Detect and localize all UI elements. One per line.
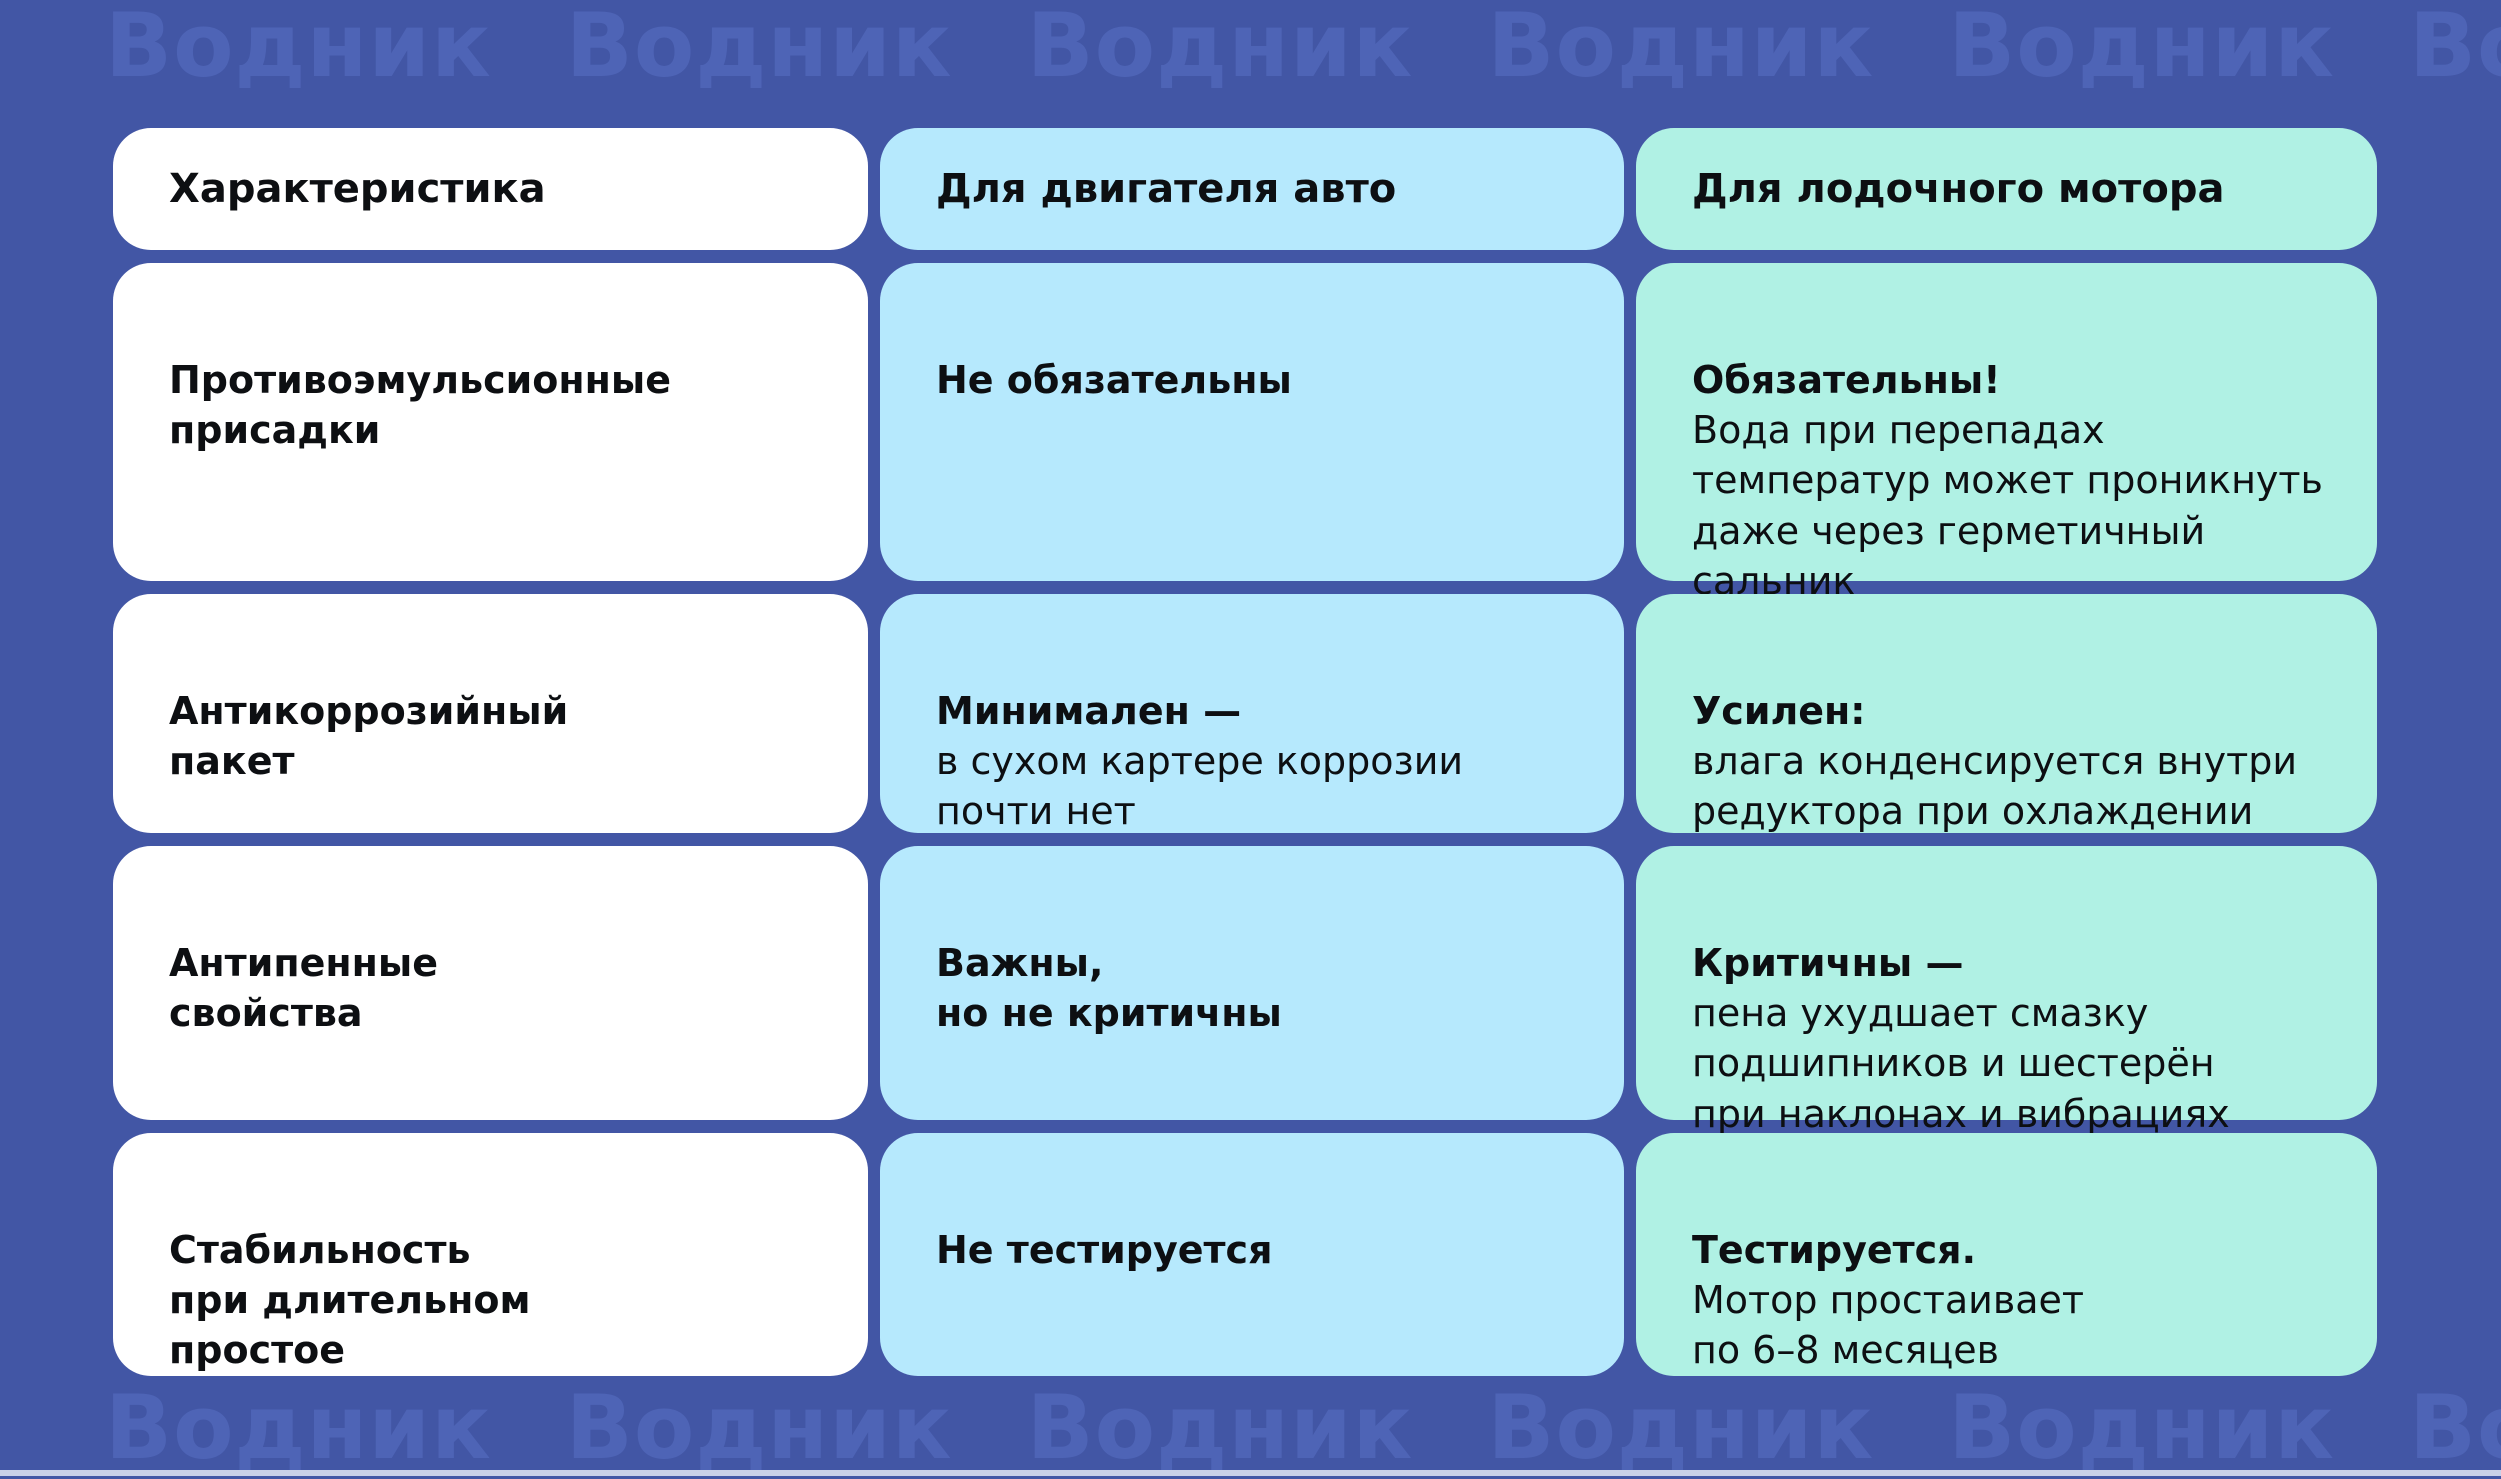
cell-body: пена ухудшает смазку подшипников и шесте…: [1692, 991, 2230, 1136]
boat-motor-cell: Тестируется. Мотор простаивает по 6–8 ме…: [1636, 1133, 2377, 1376]
row-label: Противоэмульсионные присадки: [169, 358, 672, 453]
bottom-edge-strip: [0, 1470, 2501, 1476]
comparison-table: Характеристика Для двигателя авто Для ло…: [113, 128, 2377, 1376]
brand-watermark: Водник: [1948, 0, 2335, 97]
cell-lead: Усилен:: [1692, 689, 1866, 734]
cell-body: Мотор простаивает по 6–8 месяцев: [1692, 1278, 2085, 1373]
brand-watermark: Водник: [1026, 0, 1414, 97]
cell-body: влага конденсируется внутри редуктора пр…: [1692, 739, 2298, 834]
brand-watermark: Водник: [1948, 1376, 2335, 1479]
header-cell-characteristic: Характеристика: [113, 128, 868, 250]
brand-watermark: Водник: [105, 0, 492, 97]
brand-watermark: Водник: [1487, 0, 1875, 97]
brand-watermark: Водник: [105, 1376, 492, 1479]
header-label: Характеристика: [169, 165, 546, 212]
cell-body: Вода при перепадах температур может прон…: [1692, 408, 2323, 603]
row-label-cell: Антипенные свойства: [113, 846, 868, 1120]
auto-engine-cell: Минимален — в сухом картере коррозии поч…: [880, 594, 1624, 833]
row-label-cell: Антикоррозийный пакет: [113, 594, 868, 833]
cell-lead: Не обязательны: [936, 358, 1292, 403]
watermark-row-bottom: Водник Водник Водник Водник Водник Водни…: [0, 1384, 2501, 1472]
cell-lead: Не тестируется: [936, 1228, 1273, 1273]
brand-watermark: Водник: [1487, 1376, 1875, 1479]
cell-lead: Критичны —: [1692, 941, 1964, 986]
auto-engine-cell: Не тестируется: [880, 1133, 1624, 1376]
cell-lead: Минимален —: [936, 689, 1242, 734]
cell-lead: Важны, но не критичны: [936, 941, 1282, 1036]
cell-body: в сухом картере коррозии почти нет: [936, 739, 1464, 834]
brand-watermark: Водник: [2408, 1376, 2501, 1479]
brand-watermark: Водник: [565, 1376, 953, 1479]
header-label: Для двигателя авто: [936, 165, 1397, 212]
header-cell-boat-motor: Для лодочного мотора: [1636, 128, 2377, 250]
auto-engine-cell: Не обязательны: [880, 263, 1624, 581]
brand-watermark: Водник: [2408, 0, 2501, 97]
row-label: Антипенные свойства: [169, 941, 438, 1036]
boat-motor-cell: Критичны — пена ухудшает смазку подшипни…: [1636, 846, 2377, 1132]
cell-lead: Тестируется.: [1692, 1228, 1976, 1273]
boat-motor-cell: Усилен: влага конденсируется внутри реду…: [1636, 594, 2377, 833]
watermark-row-top: Водник Водник Водник Водник Водник Водни…: [0, 2, 2501, 90]
auto-engine-cell: Важны, но не критичны: [880, 846, 1624, 1120]
row-label-cell: Стабильность при длительном простое: [113, 1133, 868, 1376]
brand-watermark: Водник: [565, 0, 953, 97]
header-cell-auto-engine: Для двигателя авто: [880, 128, 1624, 250]
row-label: Стабильность при длительном простое: [169, 1228, 531, 1373]
row-label-cell: Противоэмульсионные присадки: [113, 263, 868, 581]
brand-watermark: Водник: [1026, 1376, 1414, 1479]
header-label: Для лодочного мотора: [1692, 165, 2225, 212]
row-label: Антикоррозийный пакет: [169, 689, 569, 784]
boat-motor-cell: Обязательны! Вода при перепадах температ…: [1636, 263, 2377, 601]
cell-lead: Обязательны!: [1692, 358, 2001, 403]
